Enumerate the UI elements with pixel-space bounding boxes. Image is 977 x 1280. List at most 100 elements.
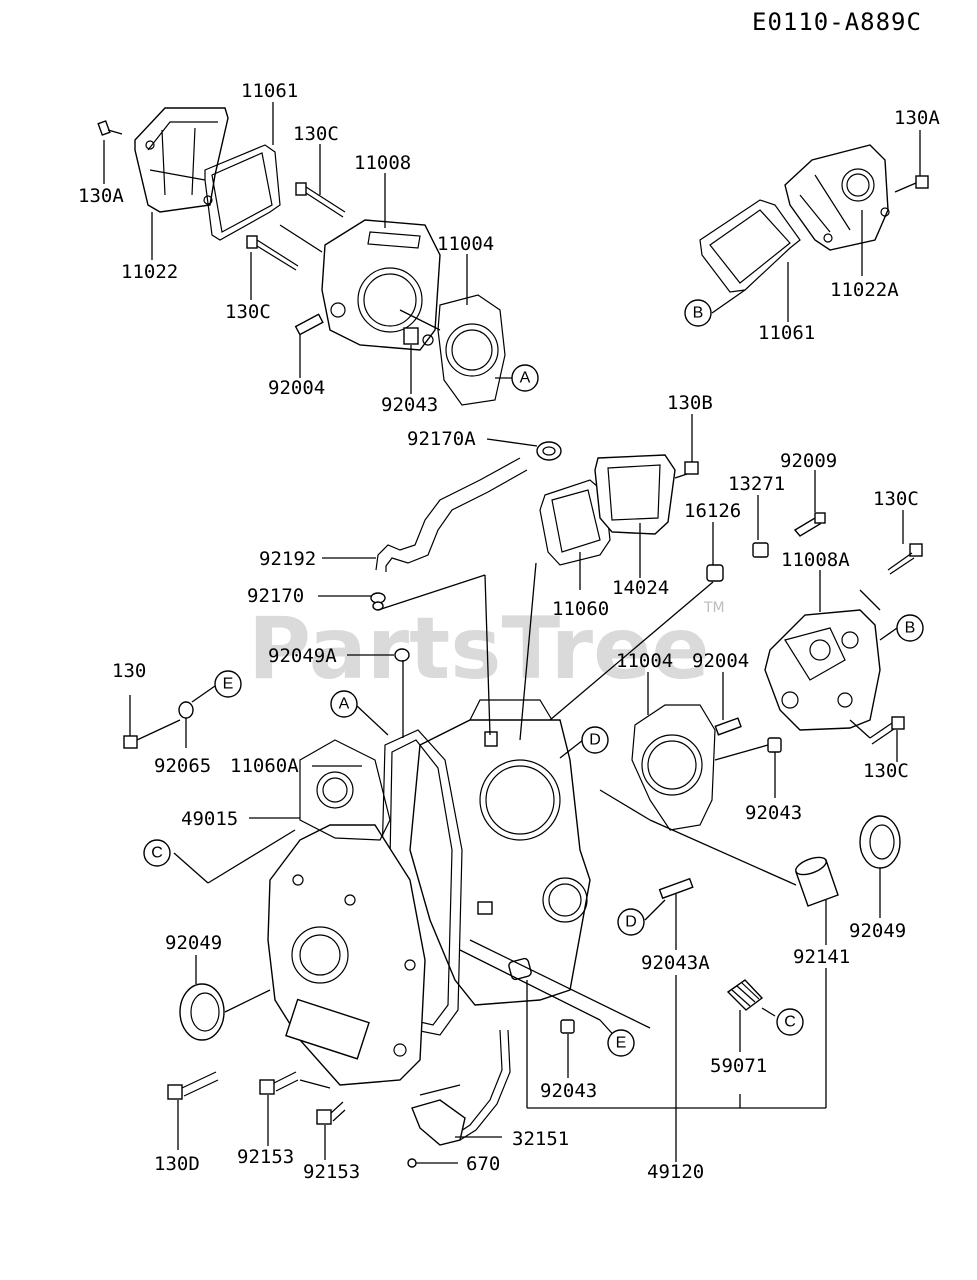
label-92065: 92065 (154, 755, 211, 777)
label-11008A: 11008A (781, 549, 850, 571)
svg-text:D: D (625, 914, 637, 931)
label-130C-right: 130C (873, 488, 919, 510)
label-92009: 92009 (780, 450, 837, 472)
bolt-130 (123, 719, 181, 749)
callout-A-mid: A (330, 690, 358, 718)
crankcase-cover-49015 (267, 739, 426, 1086)
label-11008: 11008 (354, 152, 411, 174)
bolt-130C-low (869, 716, 905, 745)
leader-D-mid (559, 739, 584, 759)
label-130A-left: 130A (78, 185, 124, 207)
pin-92043A (658, 877, 694, 900)
gasket-11004-top (437, 294, 506, 406)
label-130: 130 (112, 660, 146, 682)
plate-14024 (594, 454, 676, 535)
connector-dowel-gasket (714, 744, 769, 761)
leader-B-top (711, 289, 746, 314)
rocker-cover-left (134, 107, 229, 213)
svg-text:B: B (693, 305, 704, 322)
label-49120: 49120 (647, 1161, 704, 1183)
label-92192: 92192 (259, 548, 316, 570)
gasket-11061-right (699, 199, 801, 293)
callout-E-left: E (214, 670, 242, 698)
bolt-130D (167, 1071, 219, 1100)
plug-13271 (752, 542, 769, 558)
label-130B: 130B (667, 392, 713, 414)
label-32151: 32151 (512, 1128, 569, 1150)
screw-92009 (793, 512, 826, 537)
label-92049A: 92049A (268, 645, 337, 667)
svg-text:C: C (784, 1014, 796, 1031)
label-92170: 92170 (247, 585, 304, 607)
label-11061-right: 11061 (758, 322, 815, 344)
label-11004-top: 11004 (437, 233, 494, 255)
dowel-92043-top (403, 327, 419, 345)
label-13271: 13271 (728, 473, 785, 495)
connector-bolts (299, 1079, 331, 1089)
svg-text:A: A (339, 696, 350, 713)
gasket-11061-left (204, 144, 281, 241)
bolt-92153-b (316, 1101, 346, 1125)
seal-92049-right (859, 815, 901, 869)
callout-B-top: B (684, 299, 712, 327)
label-92170A: 92170A (407, 428, 476, 450)
watermark-tm: TM (703, 600, 725, 616)
label-11061-top: 11061 (241, 80, 298, 102)
label-92004-mid: 92004 (692, 650, 749, 672)
connector-92170-b (484, 574, 491, 736)
connector-130C-low (849, 719, 871, 739)
label-92153-a: 92153 (237, 1146, 294, 1168)
label-11022: 11022 (121, 261, 178, 283)
bolt-130C-right (887, 543, 923, 575)
dowel-92043-mid (767, 737, 782, 753)
cylinder-head-11008 (321, 219, 441, 351)
svg-text:D: D (589, 732, 601, 749)
callout-E-low: E (607, 1029, 635, 1057)
bolt-130B (674, 461, 699, 479)
leader-D-low (644, 899, 666, 921)
connector-E-low-b (459, 949, 601, 1021)
leader-A-mid (356, 705, 389, 736)
bolt-130A-left (97, 120, 123, 136)
label-11004-mid: 11004 (616, 650, 673, 672)
svg-text:E: E (223, 676, 234, 693)
label-130A-right: 130A (894, 107, 940, 129)
bolt-130C-top (295, 182, 346, 218)
pin-92004-top (294, 313, 324, 336)
callout-D-mid: D (581, 726, 609, 754)
connector-head-cover (279, 224, 323, 253)
diagram-code: E0110-A889C (752, 8, 922, 36)
label-92049-left: 92049 (165, 932, 222, 954)
svg-text:A: A (520, 370, 531, 387)
label-130C-mid: 130C (225, 301, 271, 323)
leader-92170A (486, 438, 538, 447)
bushing-92141 (795, 856, 839, 907)
label-92043-mid: 92043 (745, 802, 802, 824)
label-59071: 59071 (710, 1055, 767, 1077)
connector-seal-left (224, 989, 271, 1013)
label-92153-b: 92153 (303, 1161, 360, 1183)
callout-C-low: C (776, 1008, 804, 1036)
label-11060A: 11060A (230, 755, 299, 777)
label-670: 670 (466, 1153, 500, 1175)
screen-59071 (726, 979, 764, 1011)
label-11060: 11060 (552, 598, 609, 620)
svg-text:E: E (616, 1035, 627, 1052)
dowel-16126 (706, 564, 724, 582)
connector-92170 (377, 574, 486, 611)
bolt-130A-right (894, 175, 929, 193)
crankcase-block (409, 699, 591, 1006)
dowel-92043-low (560, 1019, 575, 1034)
label-11022A: 11022A (830, 279, 899, 301)
cover-11060 (539, 479, 611, 566)
connector-head-gasket (399, 309, 441, 331)
gasket-11004-mid (631, 704, 716, 831)
svg-text:C: C (151, 845, 163, 862)
label-92043A: 92043A (641, 952, 710, 974)
callout-B-mid: B (896, 614, 924, 642)
seal-92049-left (179, 983, 225, 1041)
leader-C-left-b (207, 829, 296, 884)
hose-92192 (375, 457, 528, 572)
leader-E-left (191, 685, 216, 703)
